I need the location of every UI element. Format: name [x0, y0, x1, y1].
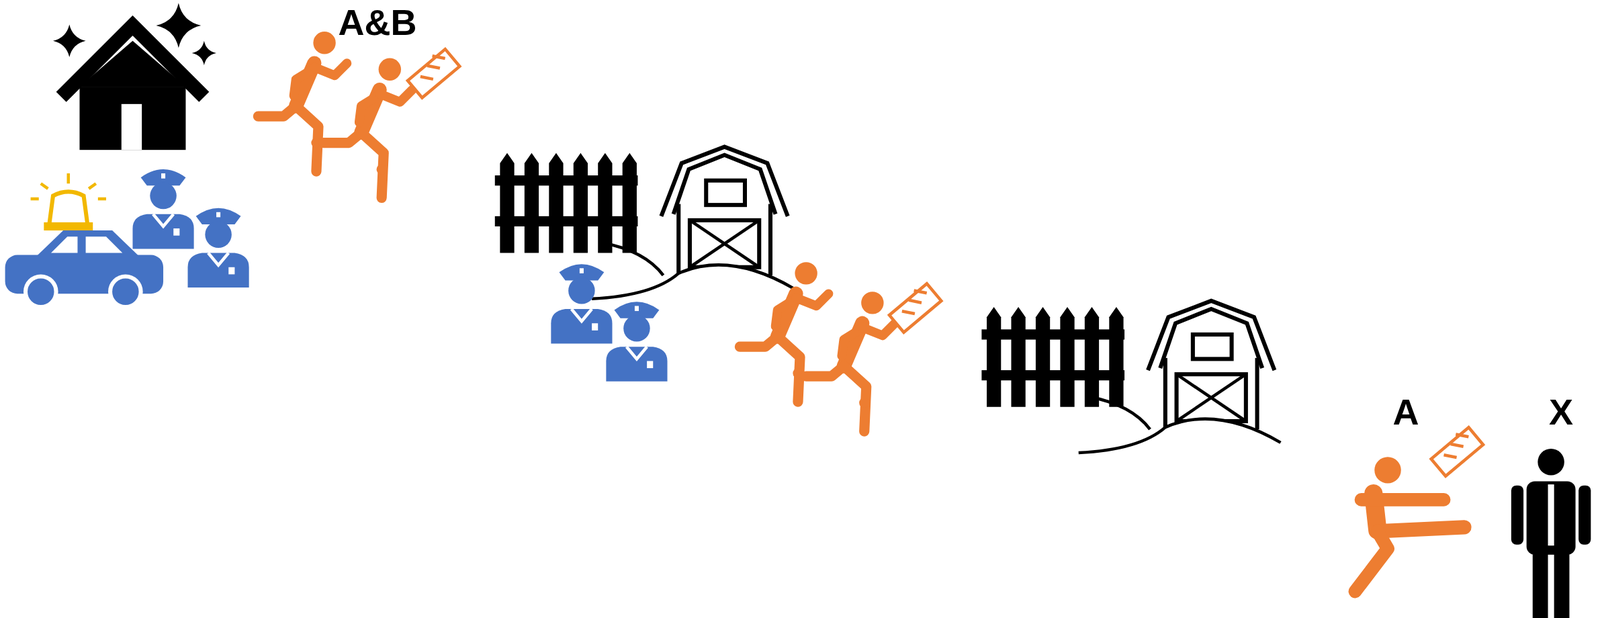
police-car — [98, 197, 107, 201]
farm-scene — [981, 300, 1281, 453]
police-car — [30, 197, 39, 201]
farm-scene — [495, 147, 794, 299]
police-car — [25, 276, 57, 307]
figure-label: A&B — [338, 4, 418, 41]
victim-figure — [1578, 485, 1591, 545]
police-car — [43, 222, 93, 231]
kicking-figure — [1354, 531, 1388, 592]
victim-figure — [1532, 545, 1549, 618]
police-officers — [605, 301, 668, 381]
police-car — [67, 173, 71, 184]
victim-figure — [1511, 485, 1524, 545]
house-icon — [79, 40, 186, 87]
sparkles — [155, 3, 201, 49]
house-icon — [121, 104, 142, 150]
police-car — [51, 236, 123, 253]
kicking-figure — [1374, 456, 1401, 483]
kicking-figure — [1354, 427, 1484, 592]
kicking-figure — [1431, 427, 1484, 476]
house-icon — [61, 25, 205, 150]
kicking-figure — [1377, 527, 1465, 532]
fleeing-runners — [257, 31, 347, 172]
victim-figure — [1554, 545, 1570, 618]
police-officers — [188, 208, 250, 288]
victim-figure — [1548, 484, 1555, 546]
victim-figure — [1537, 448, 1564, 475]
fleeing-runners — [889, 283, 942, 332]
police-car — [40, 183, 49, 189]
kicking-figure — [1361, 493, 1445, 507]
police-car — [49, 191, 88, 227]
police-car — [110, 276, 142, 307]
house-icon — [79, 86, 186, 150]
fleeing-runners — [323, 58, 413, 199]
figure-label: X — [1548, 393, 1574, 430]
police-car — [88, 183, 97, 189]
police-officers — [132, 169, 249, 288]
victim-figure — [1526, 481, 1576, 555]
sparkles — [53, 3, 217, 66]
fleeing-runners — [806, 291, 895, 432]
sparkles — [53, 24, 86, 58]
police-officers — [550, 263, 668, 382]
figure-label: A — [1393, 393, 1420, 430]
police-officers — [550, 263, 612, 344]
farm-scene — [981, 300, 1281, 453]
sparkles — [192, 40, 217, 66]
fleeing-runners — [257, 31, 460, 198]
police-car — [35, 230, 140, 257]
fleeing-runners — [739, 261, 942, 432]
fleeing-runners — [407, 49, 460, 98]
victim-figure — [1511, 448, 1591, 618]
police-officers — [132, 169, 194, 249]
farm-scene — [495, 147, 794, 299]
